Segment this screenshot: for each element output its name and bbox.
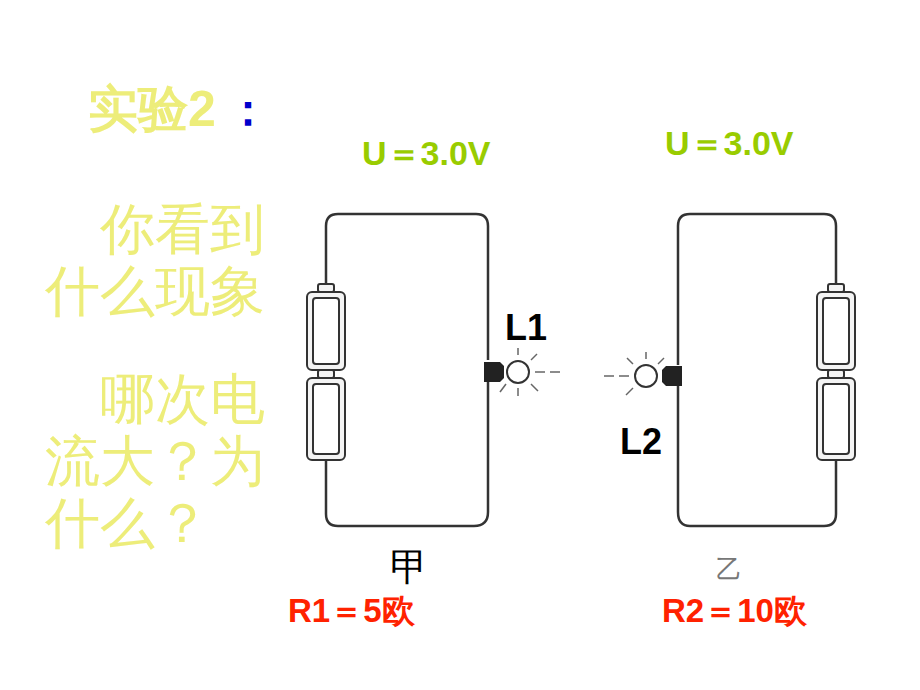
lamp-label: L2 <box>620 424 662 460</box>
wire <box>326 214 488 360</box>
question-text: 哪次电流大？为什么？ <box>45 368 269 554</box>
battery-symbol <box>817 284 855 460</box>
wire <box>678 214 836 365</box>
voltage-label: U＝3.0V <box>362 136 491 170</box>
wire <box>326 380 488 526</box>
question-text: 你看到什么现象 <box>45 198 269 322</box>
lamp-symbol <box>484 348 560 396</box>
resistance-label: R1＝5欧 <box>288 594 415 627</box>
resistance-label: R2＝10欧 <box>662 594 807 627</box>
circuit-name: 乙 <box>716 556 742 582</box>
lamp-symbol <box>604 352 682 395</box>
lamp-label: L1 <box>505 310 547 346</box>
title-colon: ： <box>226 88 270 132</box>
wire <box>678 385 836 526</box>
battery-symbol <box>307 284 345 460</box>
voltage-label: U＝3.0V <box>665 126 794 160</box>
circuit-name: 甲 <box>390 548 428 586</box>
experiment-title: 实验2 <box>88 84 216 134</box>
